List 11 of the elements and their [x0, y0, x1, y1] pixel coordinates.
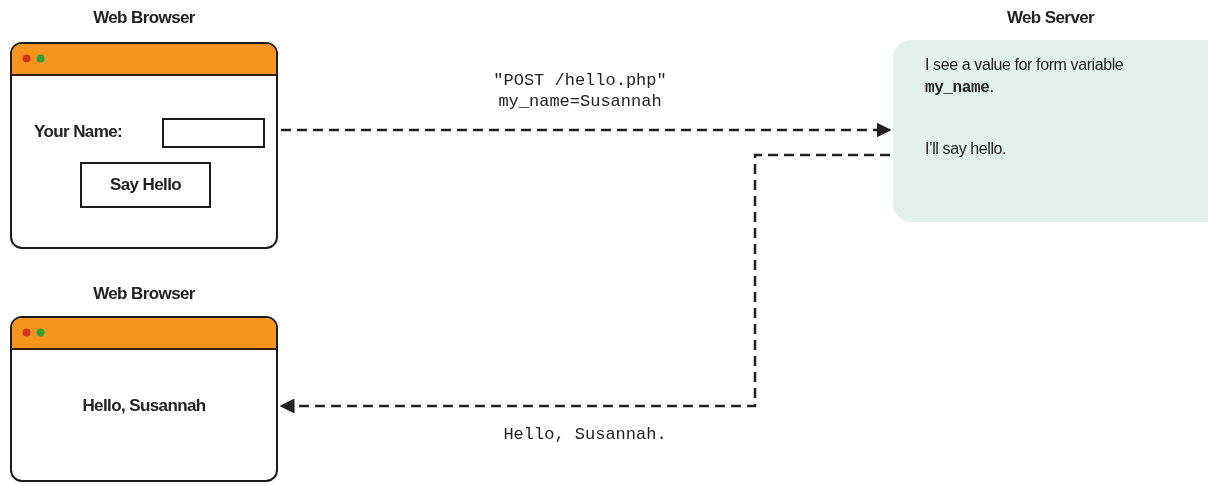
node-heading: Web Browser [92, 8, 196, 28]
node-heading: Web Browser [92, 284, 196, 304]
message-text: I’ll say hello. [925, 139, 1008, 159]
message-text: I see a value for form variable my_name. [925, 55, 1125, 99]
arrow [281, 122, 892, 138]
arrow [279, 153, 890, 414]
node-heading: Web Server [1005, 8, 1096, 28]
input-field [162, 118, 265, 148]
window-text: Hello, Susannah [81, 396, 207, 416]
push-button: Say Hello [80, 162, 211, 208]
window-text: Your Name: [34, 122, 123, 142]
